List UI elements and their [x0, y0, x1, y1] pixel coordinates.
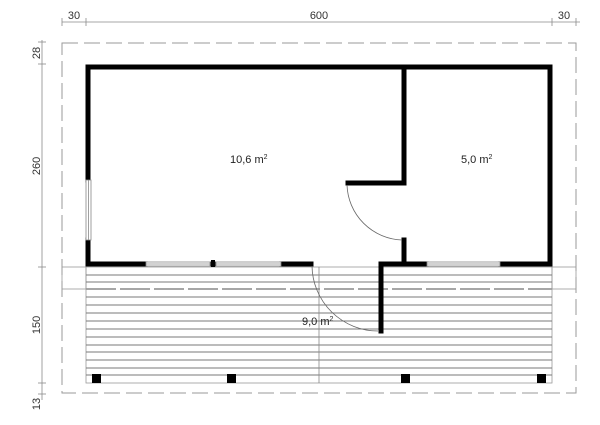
doors: [311, 184, 403, 332]
entrance-door-arc: [311, 265, 379, 332]
windows: [85, 179, 501, 267]
terrace-deck: [61, 266, 577, 384]
dim-top-width: 600: [310, 10, 328, 22]
post-4: [537, 374, 546, 383]
dim-left-cabin-depth: 260: [31, 157, 43, 175]
post-2: [227, 374, 236, 383]
room-area-main: 10,6 m2: [230, 154, 268, 166]
post-3: [401, 374, 410, 383]
roof-outline: [61, 42, 577, 394]
room-area-side: 5,0 m2: [461, 154, 493, 166]
interior-door-arc: [346, 184, 403, 241]
dim-left-terrace-depth: 150: [31, 316, 43, 334]
dim-top-left-overhang: 30: [68, 10, 80, 22]
dim-top-right-overhang: 30: [558, 10, 570, 22]
room-area-terrace: 9,0 m2: [302, 316, 334, 328]
top-dimension: [61, 18, 580, 26]
dim-left-bottom-overhang: 13: [31, 398, 43, 410]
walls: [85, 64, 553, 334]
dim-left-top-overhang: 28: [31, 47, 43, 59]
left-dimension: [38, 40, 46, 400]
post-1: [92, 374, 101, 383]
